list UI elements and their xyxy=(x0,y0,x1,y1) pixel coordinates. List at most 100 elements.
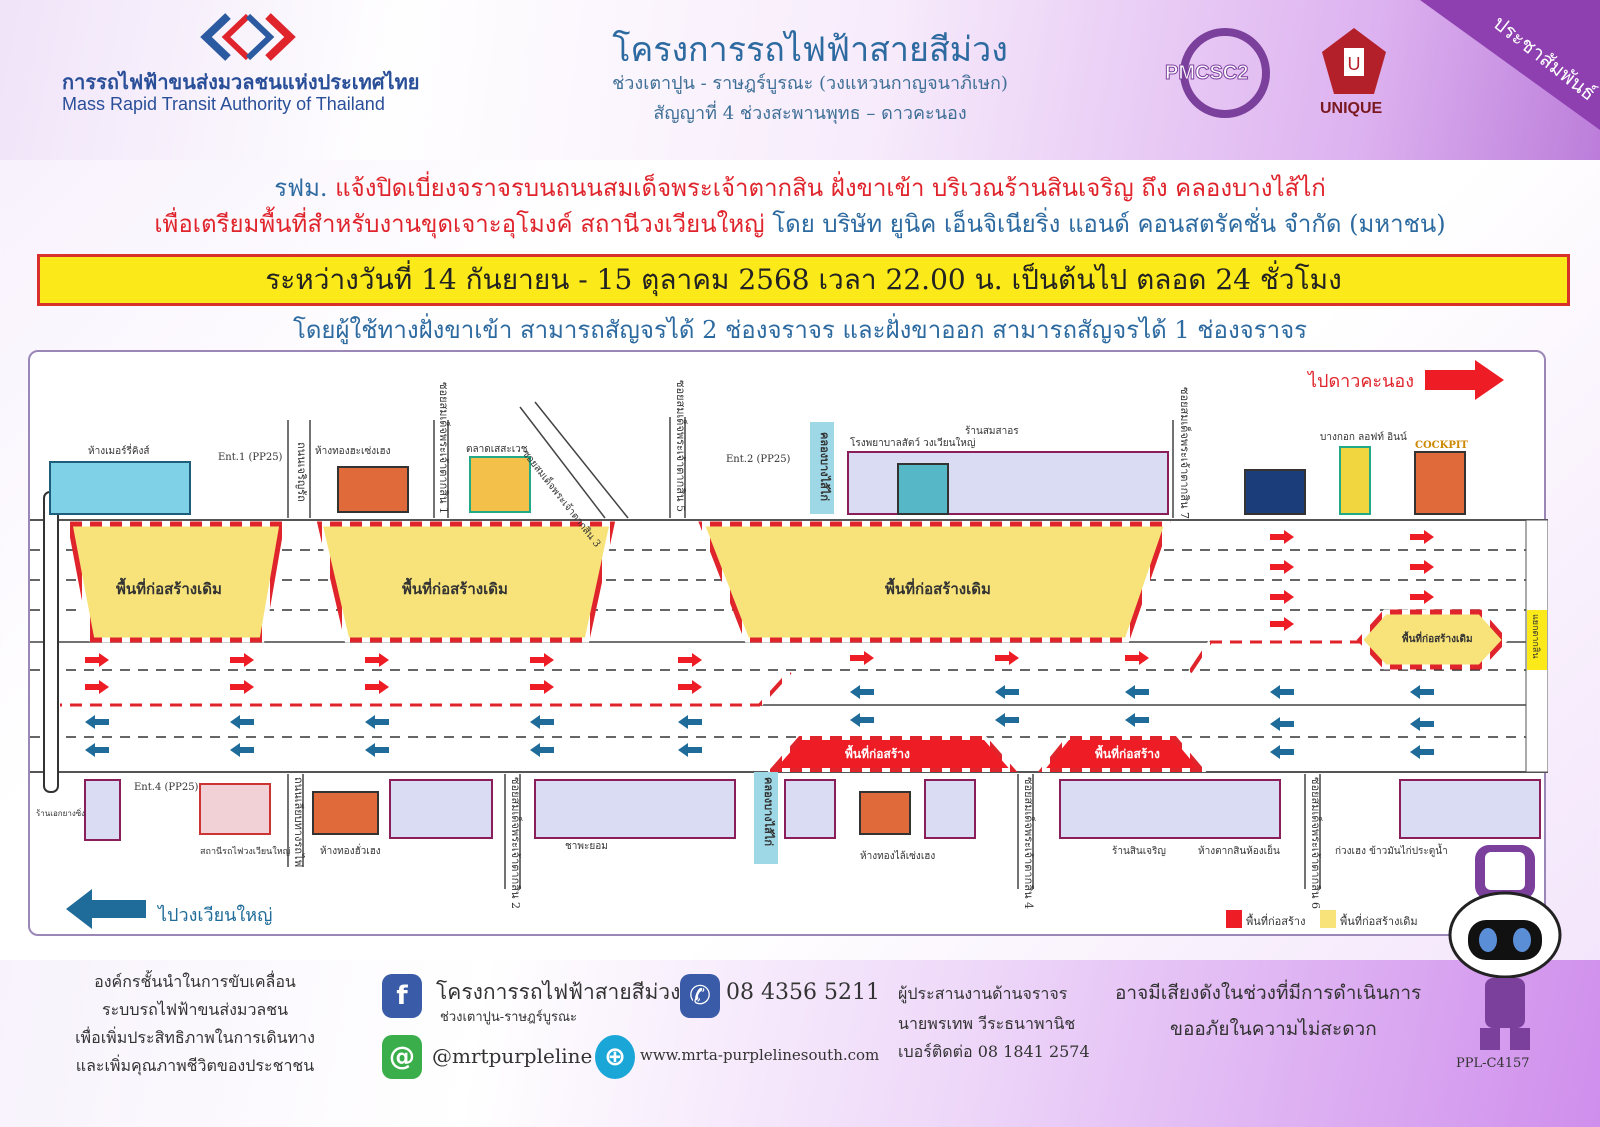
poi-label: ห้างทองฮะเซ่งเฮง xyxy=(315,446,391,457)
notice-prefix: รฟม. xyxy=(274,174,328,202)
poi-label: ห้างทองฮั่วเฮง xyxy=(320,846,381,857)
existing-zone-4 xyxy=(1356,609,1509,670)
poi-label: ห้างเมอร์รี่คิงส์ xyxy=(88,446,150,457)
lane-info: โดยผู้ใช้ทางฝั่งขาเข้า สามารถสัญจรได้ 2 … xyxy=(292,316,1308,344)
arrow-right-icon xyxy=(85,680,109,694)
arrow-left-icon xyxy=(1270,745,1294,759)
arrow-left-icon xyxy=(1410,745,1434,759)
poi-label: บางกอก ลอฟท์ อินน์ xyxy=(1320,432,1407,443)
arrow-left-icon xyxy=(995,685,1019,699)
road-label: ซอยสมเด็จพระเจ้าตากสิน 6 xyxy=(1309,777,1322,909)
arrow-right-icon xyxy=(365,653,389,667)
arrow-right-icon xyxy=(1410,530,1434,544)
road-label: ซอยสมเด็จพระเจ้าตากสิน 7 xyxy=(1178,387,1191,519)
shophouse-row-icon xyxy=(1399,779,1541,839)
apology-line-2: ขออภัยในความไม่สะดวก xyxy=(1170,1018,1377,1040)
cockpit-sign: COCKPIT xyxy=(1415,440,1468,451)
road-label: ซอยสมเด็จพระเจ้าตากสิน 4 xyxy=(1022,777,1035,909)
building-icon xyxy=(337,466,409,513)
project-title: โครงการรถไฟฟ้าสายสีม่วง xyxy=(612,30,1008,70)
legend-existing-label: พื้นที่ก่อสร้างเดิม xyxy=(1340,915,1418,928)
existing-zone-1 xyxy=(66,521,285,643)
existing-zone-label: พื้นที่ก่อสร้างเดิม xyxy=(1402,634,1473,645)
arrow-left-icon xyxy=(1270,717,1294,731)
svg-text:U: U xyxy=(1348,54,1361,74)
arrow-left-icon xyxy=(850,685,874,699)
arrow-left-icon xyxy=(995,713,1019,727)
building-icon xyxy=(312,791,379,835)
org-name-en: Mass Rapid Transit Authority of Thailand xyxy=(62,94,385,114)
shophouse-row-icon xyxy=(1059,779,1281,839)
poi-label: ก่วงเฮง ข้าวมันไก่ประตูน้ำ xyxy=(1335,846,1448,857)
existing-zone-label: พื้นที่ก่อสร้างเดิม xyxy=(116,580,222,598)
notice-text-2: เพื่อเตรียมพื้นที่สำหรับงานขุดเจาะอุโมงค… xyxy=(154,210,765,238)
shophouse-icon xyxy=(84,779,121,841)
road-label: ซอยสมเด็จพระเจ้าตากสิน 1 xyxy=(437,382,450,514)
arrow-right-icon xyxy=(678,653,702,667)
poi-label: ร้านเอกยางซิ่ง xyxy=(36,809,86,818)
legend-swatch-existing xyxy=(1320,910,1336,928)
coordinator-name: นายพรเทพ วีระธนาพานิช xyxy=(898,1014,1076,1033)
arrow-left-icon xyxy=(530,715,554,729)
building-icon xyxy=(897,463,949,515)
arrow-left-icon xyxy=(850,713,874,727)
cockpit-building-icon xyxy=(1414,451,1466,515)
canal-label: คลองบางไส้ไก่ xyxy=(762,777,775,847)
arrow-left-big-icon xyxy=(66,889,146,929)
pmcsc2-logo xyxy=(1180,28,1270,118)
slogan-line: ระบบรถไฟฟ้าขนส่งมวลชน xyxy=(101,1000,289,1019)
line-icon[interactable]: @ xyxy=(382,1035,422,1079)
pmcsc2-logo-text: PMCSC2 xyxy=(1164,62,1249,85)
construction-zone-label: พื้นที่ก่อสร้าง xyxy=(1095,747,1160,761)
contract-subtitle: สัญญาที่ 4 ช่วงสะพานพุทธ – ดาวคะนอง xyxy=(653,103,967,124)
poi-label: สถานีรถไฟวงเวียนใหญ่ xyxy=(200,847,291,857)
poi-label: ห้างตากสินห้องเย็น xyxy=(1198,846,1280,857)
facebook-page[interactable]: โครงการรถไฟฟ้าสายสีม่วง xyxy=(436,980,681,1004)
notice-line-2: เพื่อเตรียมพื้นที่สำหรับงานขุดเจาะอุโมงค… xyxy=(0,204,1600,243)
slogan-line: เพื่อเพิ่มประสิทธิภาพในการเดินทาง xyxy=(75,1028,315,1047)
canal-label: คลองบางไส้ไก่ xyxy=(818,432,831,502)
building-icon xyxy=(49,461,191,515)
road-svg xyxy=(30,360,1548,929)
mrta-logo-icon xyxy=(200,13,296,61)
shophouse-row-icon xyxy=(389,779,493,839)
arrow-right-icon xyxy=(365,680,389,694)
arrow-right-icon xyxy=(530,653,554,667)
document-code: PPL-C4157 xyxy=(1456,1056,1530,1071)
phone-number[interactable]: 08 4356 5211 xyxy=(726,980,880,1005)
route-subtitle: ช่วงเตาปูน - ราษฎร์บูรณะ (วงแหวนกาญจนาภิ… xyxy=(612,73,1008,94)
facebook-icon[interactable]: f xyxy=(382,974,422,1018)
arrow-left-icon xyxy=(230,743,254,757)
existing-zone-label: พื้นที่ก่อสร้างเดิม xyxy=(885,580,991,598)
arrow-right-icon xyxy=(995,651,1019,665)
shophouse-row-icon xyxy=(847,451,1169,515)
arrow-right-icon xyxy=(230,653,254,667)
period-banner: ระหว่างวันที่ 14 กันยายน - 15 ตุลาคม 256… xyxy=(37,254,1570,306)
building-icon xyxy=(1244,469,1306,515)
poi-label: ชาพะยอม xyxy=(565,841,608,852)
notice-line-1: รฟม. แจ้งปิดเบี่ยงจราจรบนถนนสมเด็จพระเจ้… xyxy=(0,168,1600,207)
arrow-left-icon xyxy=(1410,685,1434,699)
notice-contractor: โดย บริษัท ยูนิค เอ็นจิเนียริ่ง แอนด์ คอ… xyxy=(772,210,1446,238)
slogan-line: และเพิ่มคุณภาพชีวิตของประชาชน xyxy=(75,1056,315,1075)
construction-zone-2 xyxy=(1037,736,1207,772)
globe-icon: ⊕ xyxy=(595,1035,635,1079)
arrow-right-icon xyxy=(678,680,702,694)
arrow-left-icon xyxy=(85,715,109,729)
poi-label: Ent.4 (PP25) xyxy=(134,782,199,793)
to-wongwian-yai-label: ไปวงเวียนใหญ่ xyxy=(158,905,273,926)
shophouse-row-icon xyxy=(534,779,736,839)
road-label: ถนนเลียบทางรถไฟ xyxy=(292,777,305,868)
poi-label: ตลาดเสสะเวช xyxy=(466,444,528,455)
facebook-sub: ช่วงเตาปูน-ราษฎร์บูรณะ xyxy=(440,1010,578,1025)
shophouse-row-icon xyxy=(924,779,976,839)
legend-swatch-construction xyxy=(1226,910,1242,928)
existing-zone-label: พื้นที่ก่อสร้างเดิม xyxy=(402,580,508,598)
building-icon xyxy=(859,791,911,835)
road-label: ถนนเจริญรัถ xyxy=(295,442,308,502)
line-account[interactable]: @mrtpurpleline xyxy=(432,1044,593,1068)
legend-construction-label: พื้นที่ก่อสร้าง xyxy=(1246,915,1306,928)
road-diagram: พื้นที่ก่อสร้างเดิม พื้นที่ก่อสร้างเดิม … xyxy=(28,350,1548,936)
website-link[interactable]: www.mrta-purplelinesouth.com xyxy=(640,1046,880,1064)
poi-label: ร้านสินเจริญ xyxy=(1112,846,1166,857)
